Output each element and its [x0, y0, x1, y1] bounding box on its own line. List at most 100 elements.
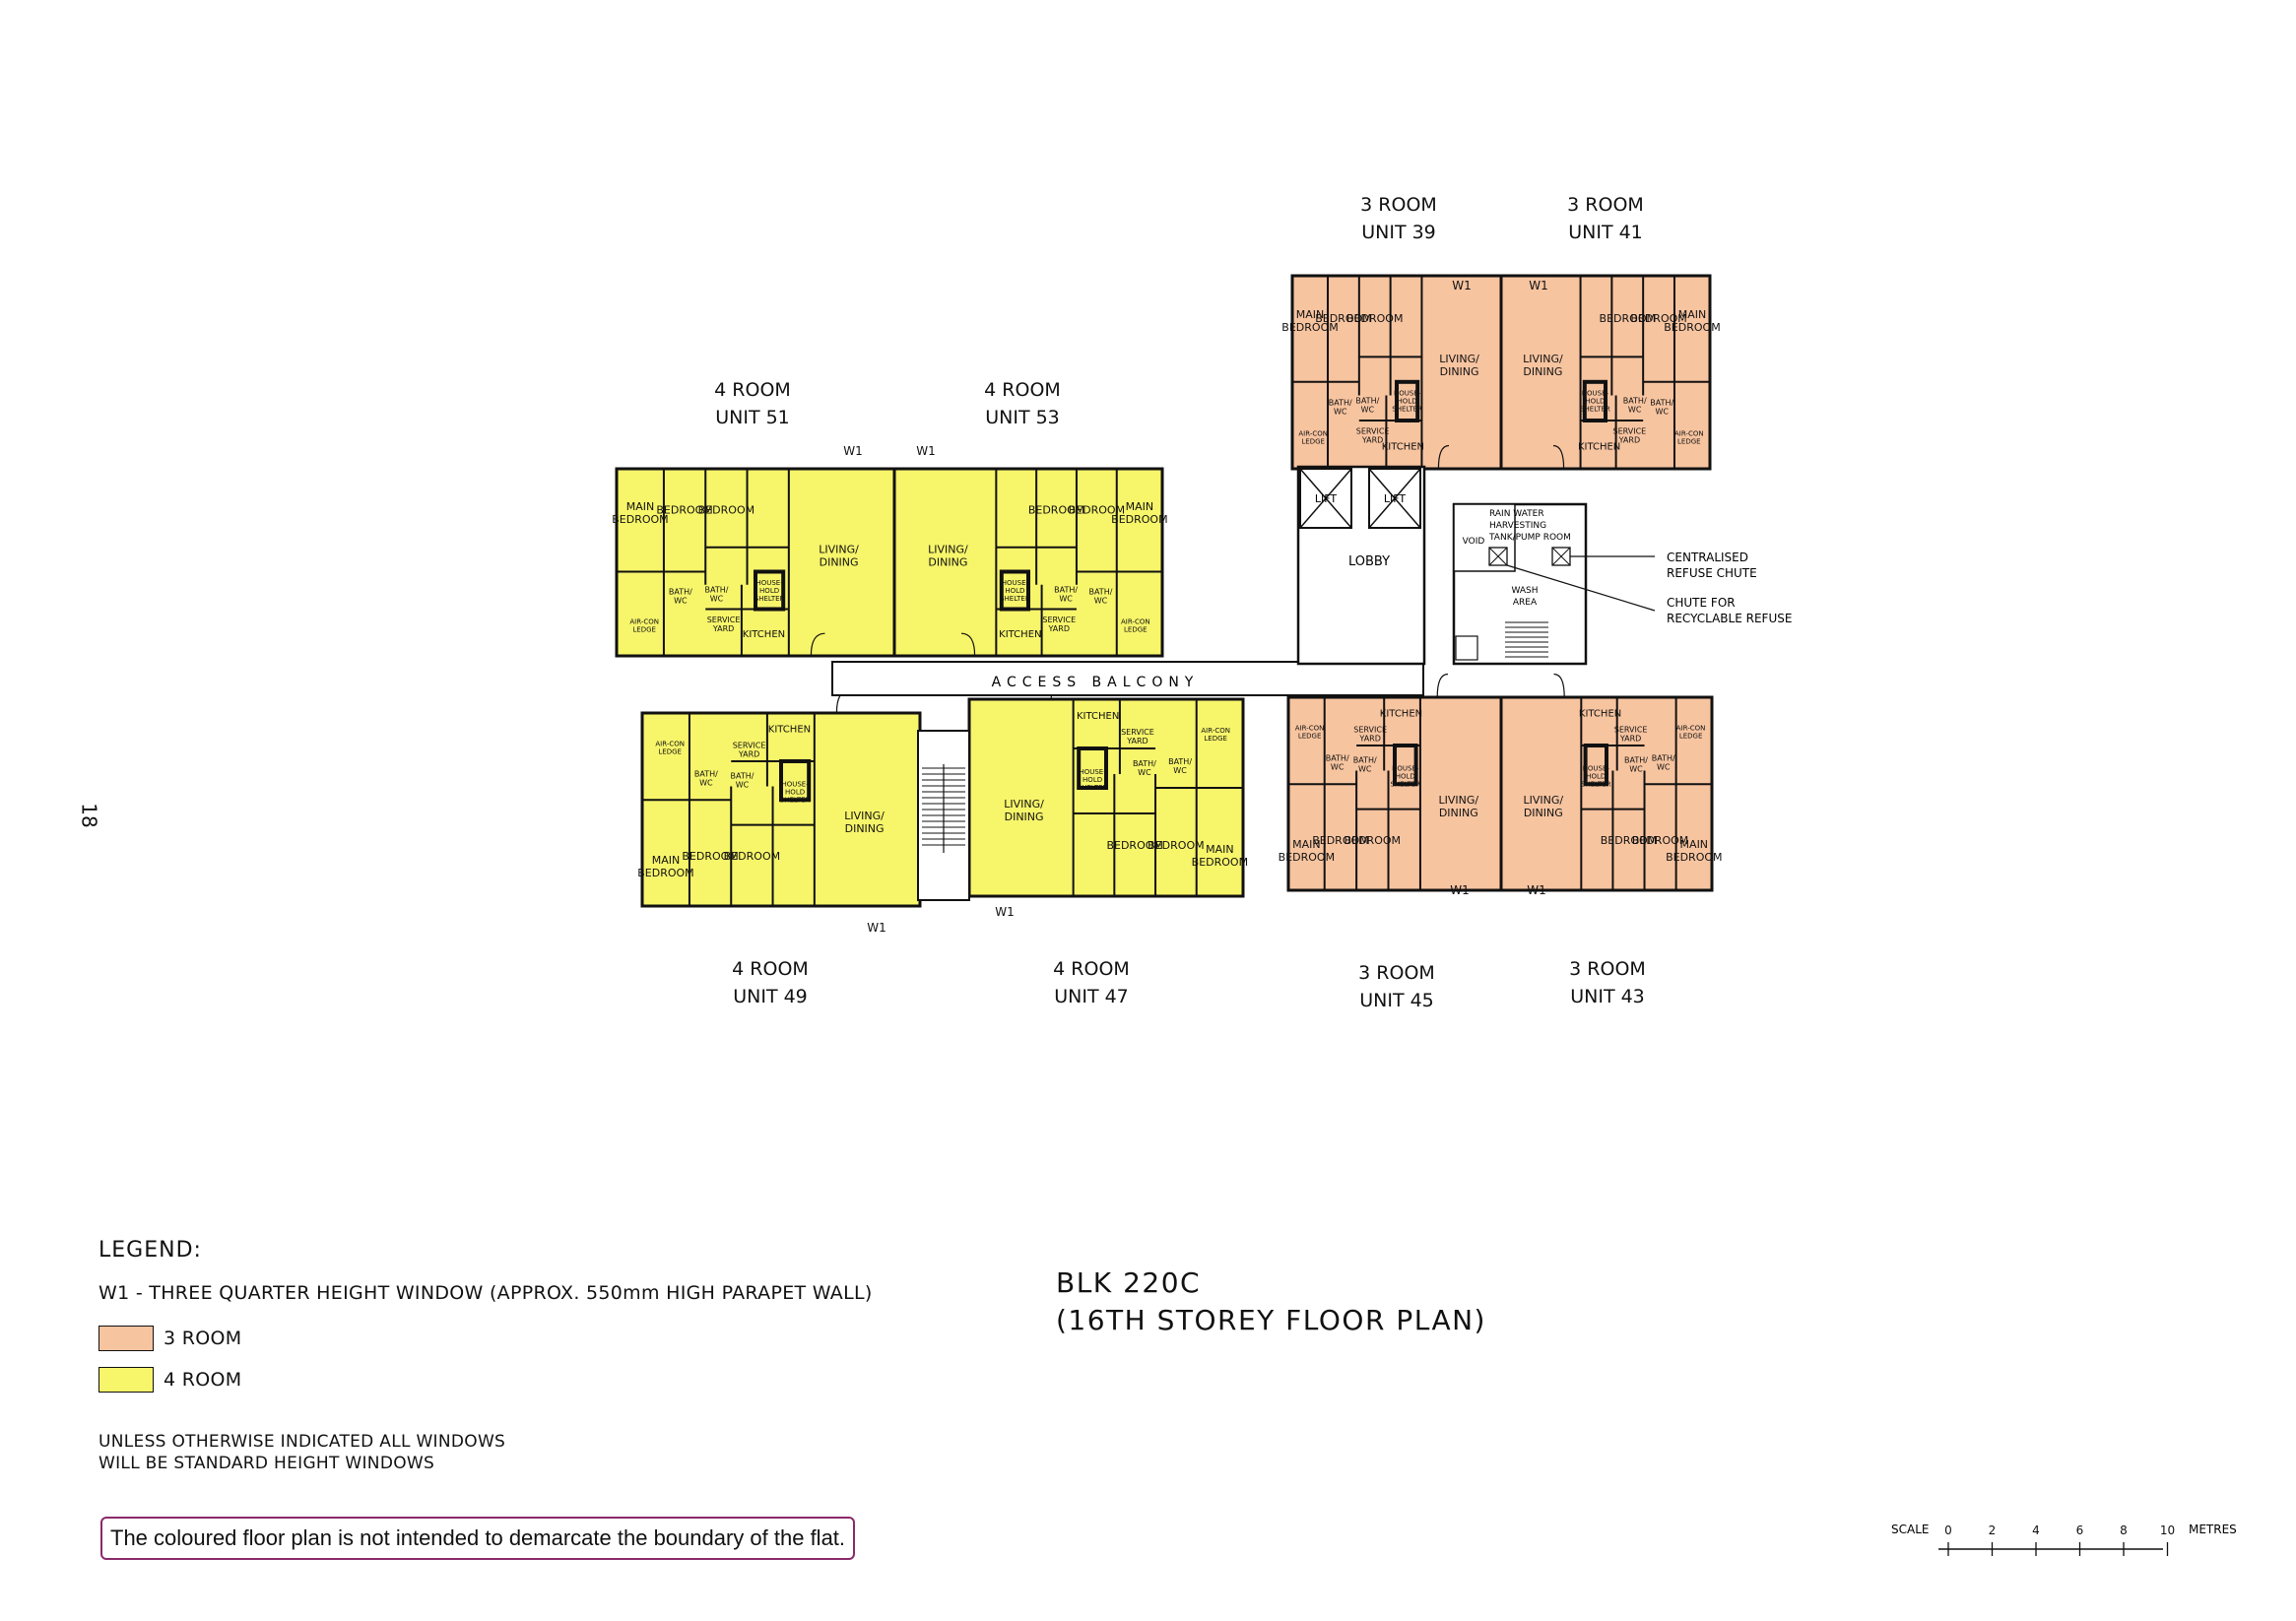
- unit-39-plan-service-yard-label: YARD: [1361, 436, 1383, 445]
- unit-39-plan-shelter-label: HOUSE-: [1394, 390, 1421, 398]
- rain-water-label-2: HARVESTING: [1489, 521, 1546, 531]
- unit-39-plan-shelter-box: [1395, 379, 1420, 422]
- unit-39-plan-shelter-label: HOLD: [1398, 398, 1417, 406]
- window-w1-tag: W1: [995, 905, 1015, 919]
- unit-41-plan-bedroom-label: BEDROOM: [1600, 312, 1656, 325]
- unit-41-plan-aircon-label: LEDGE: [1677, 438, 1701, 446]
- unit-53-plan-main-bedroom-label: BEDROOM: [1111, 513, 1167, 526]
- unit-39-plan-kitchen-label: KITCHEN: [1382, 441, 1424, 452]
- unit-45-plan-bedroom-label: BEDROOM: [1312, 834, 1368, 847]
- unit-51-plan-main-bedroom-label: MAIN: [626, 500, 655, 513]
- window-w1-tag: W1: [867, 921, 886, 935]
- unit-45-plan-shelter-box: [1393, 744, 1418, 787]
- unit-39-plan-living-label: LIVING/: [1439, 353, 1479, 365]
- unit-47-plan-living-label: DINING: [1005, 810, 1044, 823]
- lift-label-2: LIFT: [1384, 492, 1407, 505]
- unit-45-plan-bath-label: WC: [1331, 763, 1345, 772]
- unit-47-plan-shelter-label: HOLD: [1082, 776, 1102, 784]
- unit-51-plan-aircon-label: LEDGE: [632, 626, 656, 634]
- unit-41-plan-service-yard-label: SERVICE: [1613, 427, 1647, 436]
- unit-45-plan-aircon-label: LEDGE: [1298, 732, 1322, 740]
- scale-tick-label: 10: [2160, 1524, 2175, 1537]
- unit-room-type-label: 3 ROOM: [1358, 962, 1435, 984]
- unit-room-type-label: 4 ROOM: [732, 958, 809, 980]
- unit-47-plan-main-bedroom-label: MAIN: [1206, 843, 1234, 856]
- unit-41-plan-aircon-label: AIR-CON: [1674, 430, 1704, 438]
- unit-45-plan-bedroom-label: BEDROOM: [1345, 834, 1401, 847]
- unit-43-plan-kitchen-label: KITCHEN: [1579, 709, 1621, 720]
- unit-51-plan-shelter-label: HOLD: [759, 587, 779, 595]
- unit-39-plan-bedroom-label: BEDROOM: [1315, 312, 1371, 325]
- unit-47-plan-aircon-label: LEDGE: [1204, 735, 1227, 743]
- unit-room-type-label: 4 ROOM: [984, 379, 1061, 401]
- unit-49-plan-bath-label: WC: [736, 781, 750, 790]
- unit-53-plan-living-label: LIVING/: [928, 544, 968, 556]
- rain-water-label-3: TANK/PUMP ROOM: [1488, 533, 1571, 543]
- unit-49-plan-shelter-label: HOUSE-: [781, 780, 809, 788]
- unit-39-plan-shelter-label: SHELTER: [1392, 406, 1422, 414]
- unit-49-plan-bedroom-label: BEDROOM: [724, 850, 780, 863]
- unit-47-plan-bedroom-label: BEDROOM: [1148, 839, 1204, 852]
- unit-51-plan: MAINBEDROOMBEDROOMBEDROOMLIVING/DININGKI…: [612, 467, 896, 658]
- refuse-chute-label-2: REFUSE CHUTE: [1667, 566, 1757, 580]
- unit-53-plan-service-yard-label: SERVICE: [1042, 616, 1076, 624]
- unit-51-plan-door: [810, 632, 825, 657]
- unit-45-plan-bath-label: WC: [1358, 765, 1372, 774]
- unit-51-plan-service-yard-label: SERVICE: [707, 616, 741, 624]
- recyclable-chute-label-1: CHUTE FOR: [1667, 596, 1736, 610]
- unit-51-plan-shelter-box: [754, 569, 786, 612]
- unit-45-plan-service-yard-label: YARD: [1358, 734, 1380, 743]
- disclaimer-box: The coloured floor plan is not intended …: [100, 1517, 856, 1560]
- unit-51-plan-bath-label: WC: [710, 594, 724, 603]
- unit-51-plan-bath-label: BATH/: [669, 587, 692, 596]
- unit-43-plan-aircon-label: AIR-CON: [1676, 724, 1706, 732]
- unit-45-plan-aircon-label: AIR-CON: [1295, 724, 1325, 732]
- unit-43-plan-door: [1553, 673, 1565, 698]
- unit-51-plan-shelter-label: HOUSE-: [755, 579, 783, 587]
- unit-45-plan-living-label: LIVING/: [1438, 794, 1478, 807]
- unit-51-plan-bath-label: BATH/: [705, 585, 729, 594]
- unit-53-plan-shelter-label: SHELTER: [1000, 595, 1030, 603]
- unit-53-plan-bath-label: BATH/: [1088, 587, 1112, 596]
- unit-41-plan-bath-label: WC: [1628, 405, 1642, 414]
- unit-53-plan-living-label: DINING: [928, 556, 967, 569]
- unit-53-plan-aircon-label: AIR-CON: [1121, 618, 1150, 626]
- unit-47-plan-shelter-box: [1077, 746, 1108, 790]
- unit-39-plan-service-yard-label: SERVICE: [1356, 427, 1390, 436]
- unit-49-plan-living-label: DINING: [845, 822, 885, 835]
- unit-45-plan-living-label: DINING: [1439, 807, 1478, 819]
- unit-45-plan-service-yard-label: SERVICE: [1353, 725, 1387, 734]
- legend-label-3room: 3 ROOM: [164, 1328, 242, 1349]
- unit-number-label: UNIT 51: [715, 407, 790, 428]
- units-layer: MAINBEDROOMBEDROOMBEDROOMLIVING/DININGKI…: [612, 274, 1723, 935]
- unit-47-plan-bath-label: BATH/: [1133, 759, 1156, 768]
- unit-41-plan-shelter-box: [1582, 379, 1608, 422]
- unit-53-plan-shelter-box: [999, 569, 1030, 612]
- scale-tick-label: 6: [2076, 1524, 2084, 1537]
- unit-49-plan-aircon-label: LEDGE: [658, 747, 682, 755]
- unit-47-plan-service-yard-label: YARD: [1126, 737, 1148, 746]
- unit-43-plan-living-label: LIVING/: [1523, 794, 1563, 807]
- unit-45-plan-shelter-label: SHELTER: [1390, 780, 1420, 788]
- unit-53-plan-door: [960, 632, 976, 657]
- unit-49-plan: MAINBEDROOMBEDROOMBEDROOMLIVING/DININGKI…: [637, 688, 922, 908]
- unit-43-plan-bath-label: WC: [1657, 763, 1671, 772]
- unit-43-plan: MAINBEDROOMBEDROOMBEDROOMLIVING/DININGKI…: [1499, 673, 1723, 892]
- unit-47-plan-aircon-label: AIR-CON: [1201, 727, 1230, 735]
- unit-room-type-label: 4 ROOM: [714, 379, 791, 401]
- unit-41-plan-main-bedroom-label: BEDROOM: [1664, 321, 1720, 334]
- unit-41-plan: MAINBEDROOMBEDROOMBEDROOMLIVING/DININGKI…: [1499, 274, 1721, 471]
- stair-door: [1455, 635, 1478, 661]
- unit-49-plan-bath-label: BATH/: [694, 770, 718, 779]
- legend-title: LEGEND:: [98, 1238, 202, 1263]
- window-w1-tag: W1: [1452, 279, 1472, 292]
- scale-tick-label: 0: [1944, 1524, 1952, 1537]
- unit-51-plan-aircon-label: AIR-CON: [629, 618, 659, 626]
- unit-room-type-label: 4 ROOM: [1053, 958, 1130, 980]
- unit-53-plan-bedroom-label: BEDROOM: [1028, 504, 1084, 517]
- unit-room-type-label: 3 ROOM: [1569, 958, 1646, 980]
- unit-45-plan-shelter-label: HOLD: [1396, 772, 1415, 780]
- unit-47-plan-main-bedroom-label: BEDROOM: [1192, 856, 1248, 869]
- unit-53-plan-shelter-label: HOUSE-: [1002, 579, 1029, 587]
- window-note-line-2: WILL BE STANDARD HEIGHT WINDOWS: [98, 1454, 435, 1473]
